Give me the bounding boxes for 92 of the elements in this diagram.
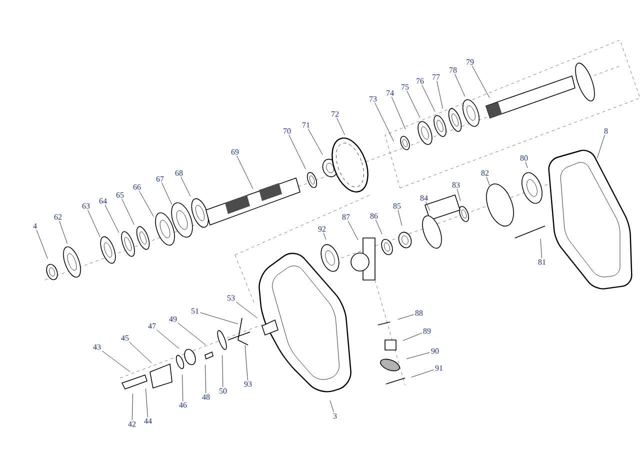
- leader-line: [122, 198, 134, 225]
- callout-number: 76: [416, 78, 424, 84]
- callout-number: 53: [227, 295, 235, 301]
- callout-number: 70: [284, 128, 291, 134]
- callout-number: 46: [179, 402, 187, 408]
- leader-line: [180, 176, 191, 196]
- callout-number: 42: [128, 421, 136, 427]
- leader-line: [146, 388, 148, 418]
- leader-line: [132, 394, 133, 420]
- callout-number: 3: [333, 413, 337, 419]
- callout-number: 49: [169, 316, 177, 322]
- leader-line: [406, 352, 430, 359]
- leader-line: [486, 176, 490, 186]
- callout-number: 8: [604, 128, 608, 134]
- leader-line: [398, 210, 402, 226]
- leader-line: [330, 400, 334, 412]
- leader-line: [411, 370, 434, 378]
- callout-number: 64: [99, 198, 107, 204]
- leader-line: [236, 156, 254, 189]
- leader-line: [88, 210, 100, 238]
- leader-line: [406, 90, 420, 118]
- leader-line: [436, 80, 443, 109]
- leader-line: [391, 96, 406, 130]
- callout-number: 71: [302, 122, 310, 128]
- leader-line: [597, 134, 605, 158]
- leader-line: [456, 188, 461, 201]
- leader-line: [236, 302, 258, 318]
- leader-line: [139, 190, 154, 217]
- callout-number: 92: [318, 226, 326, 232]
- leader-line: [540, 238, 542, 258]
- leader-line: [472, 66, 490, 98]
- callout-number: 88: [415, 310, 423, 316]
- callout-number: 43: [93, 344, 101, 350]
- callout-number: 91: [435, 365, 443, 371]
- callout-number: 4: [33, 223, 37, 229]
- leader-line: [59, 220, 68, 244]
- callout-number: 90: [431, 348, 439, 354]
- leader-line: [288, 134, 306, 170]
- callout-number: 67: [156, 176, 164, 182]
- callout-number: 73: [370, 96, 377, 102]
- leader-line: [162, 182, 172, 205]
- callout-number: 85: [393, 203, 401, 209]
- leader-line: [525, 162, 528, 168]
- leader-line: [104, 204, 120, 233]
- callout-number: 75: [402, 84, 409, 90]
- leader-line: [128, 342, 152, 364]
- leader-line: [205, 364, 206, 394]
- callout-number: 93: [244, 381, 252, 387]
- callout-number: 84: [420, 195, 428, 201]
- callout-number: 65: [116, 192, 124, 198]
- callout-number: 66: [133, 184, 141, 190]
- leader-line: [178, 322, 206, 345]
- leader-line: [336, 118, 345, 135]
- callout-number: 50: [219, 388, 227, 394]
- callout-number: 48: [202, 394, 210, 400]
- callout-number: 83: [452, 182, 460, 188]
- callout-number: 82: [481, 170, 489, 176]
- callout-number: 69: [231, 149, 239, 155]
- callout-number: 51: [191, 308, 199, 314]
- leader-line: [182, 374, 184, 402]
- callout-number: 80: [520, 155, 528, 161]
- leader-line: [222, 355, 224, 388]
- callout-number: 78: [450, 67, 457, 73]
- callout-number: 74: [386, 90, 394, 96]
- callout-number: 87: [342, 214, 350, 220]
- leader-line: [244, 344, 248, 380]
- leader-line: [102, 350, 130, 372]
- callout-number: 45: [121, 335, 129, 341]
- leader-line: [36, 230, 48, 259]
- callout-number: 77: [432, 74, 440, 80]
- leader-line: [426, 202, 430, 211]
- leader-line: [398, 314, 414, 320]
- leader-line: [454, 74, 466, 97]
- leader-line: [323, 232, 326, 240]
- callout-number: 72: [332, 111, 339, 117]
- leader-line: [422, 84, 436, 112]
- callout-number: 86: [370, 213, 378, 219]
- callout-number: 44: [144, 418, 152, 424]
- leader-line: [374, 102, 394, 142]
- callout-number: 68: [175, 170, 183, 176]
- leader-line: [348, 220, 358, 240]
- leader-line: [376, 220, 382, 234]
- callout-number: 79: [466, 59, 474, 65]
- callout-number: 63: [82, 203, 90, 209]
- leader-line: [200, 312, 238, 324]
- callout-number: 62: [54, 214, 62, 220]
- leader-line: [402, 332, 422, 341]
- callout-number: 89: [423, 328, 431, 334]
- leader-line: [308, 128, 323, 155]
- callout-number: 47: [148, 323, 156, 329]
- leader-line: [156, 330, 180, 349]
- callout-number: 81: [538, 259, 546, 265]
